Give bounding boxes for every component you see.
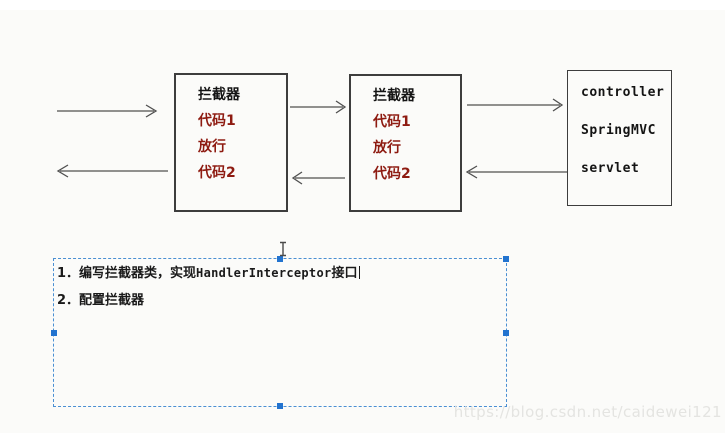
top-strip: [0, 0, 725, 10]
interceptor2-code2: 代码2: [373, 166, 411, 182]
interceptor1-code2: 代码2: [198, 165, 236, 181]
selection-handle-left[interactable]: [51, 329, 57, 336]
interceptor1-title: 拦截器: [198, 87, 240, 103]
arrow-server-to-interceptor2: [465, 165, 568, 179]
interceptor2-title: 拦截器: [373, 88, 415, 104]
note-line-2: 2．配置拦截器: [57, 293, 145, 308]
server-controller-label: controller: [581, 85, 665, 100]
ibeam-cursor: [280, 241, 286, 257]
arrow-interceptor2-to-server: [467, 98, 564, 112]
selection-handle-top-right[interactable]: [503, 256, 509, 262]
server-box[interactable]: controller SpringMVC servlet: [567, 70, 672, 206]
interceptor-box-1[interactable]: 拦截器 代码1 放行 代码2: [174, 73, 288, 212]
server-servlet-label: servlet: [581, 161, 640, 176]
interceptor2-code1: 代码1: [373, 114, 411, 130]
interceptor2-pass: 放行: [373, 140, 401, 156]
note-line1-code: HandlerInterceptor: [196, 266, 332, 280]
text-caret: [358, 266, 360, 279]
arrow-response-out: [56, 164, 168, 178]
arrow-interceptor1-to-interceptor2: [290, 100, 347, 114]
interceptor1-code1: 代码1: [198, 113, 236, 129]
server-springmvc-label: SpringMVC: [581, 123, 656, 138]
note-line-1: 1．编写拦截器类，实现HandlerInterceptor接口: [57, 262, 506, 287]
interceptor-box-2[interactable]: 拦截器 代码1 放行 代码2: [349, 74, 462, 212]
arrow-interceptor2-to-interceptor1: [291, 171, 345, 185]
selection-handle-bottom[interactable]: [277, 403, 283, 409]
arrow-request-in: [57, 104, 158, 118]
selection-handle-top[interactable]: [277, 256, 283, 262]
selection-handle-right[interactable]: [503, 329, 509, 336]
note-line1-prefix: 1．编写拦截器类，实现: [57, 266, 197, 281]
interceptor1-pass: 放行: [198, 139, 226, 155]
watermark-text: https://blog.csdn.net/caidewei121: [453, 403, 722, 421]
note-line1-suffix: 接口: [331, 266, 358, 281]
notes-textbox[interactable]: 1．编写拦截器类，实现HandlerInterceptor接口 2．配置拦截器: [51, 256, 509, 409]
